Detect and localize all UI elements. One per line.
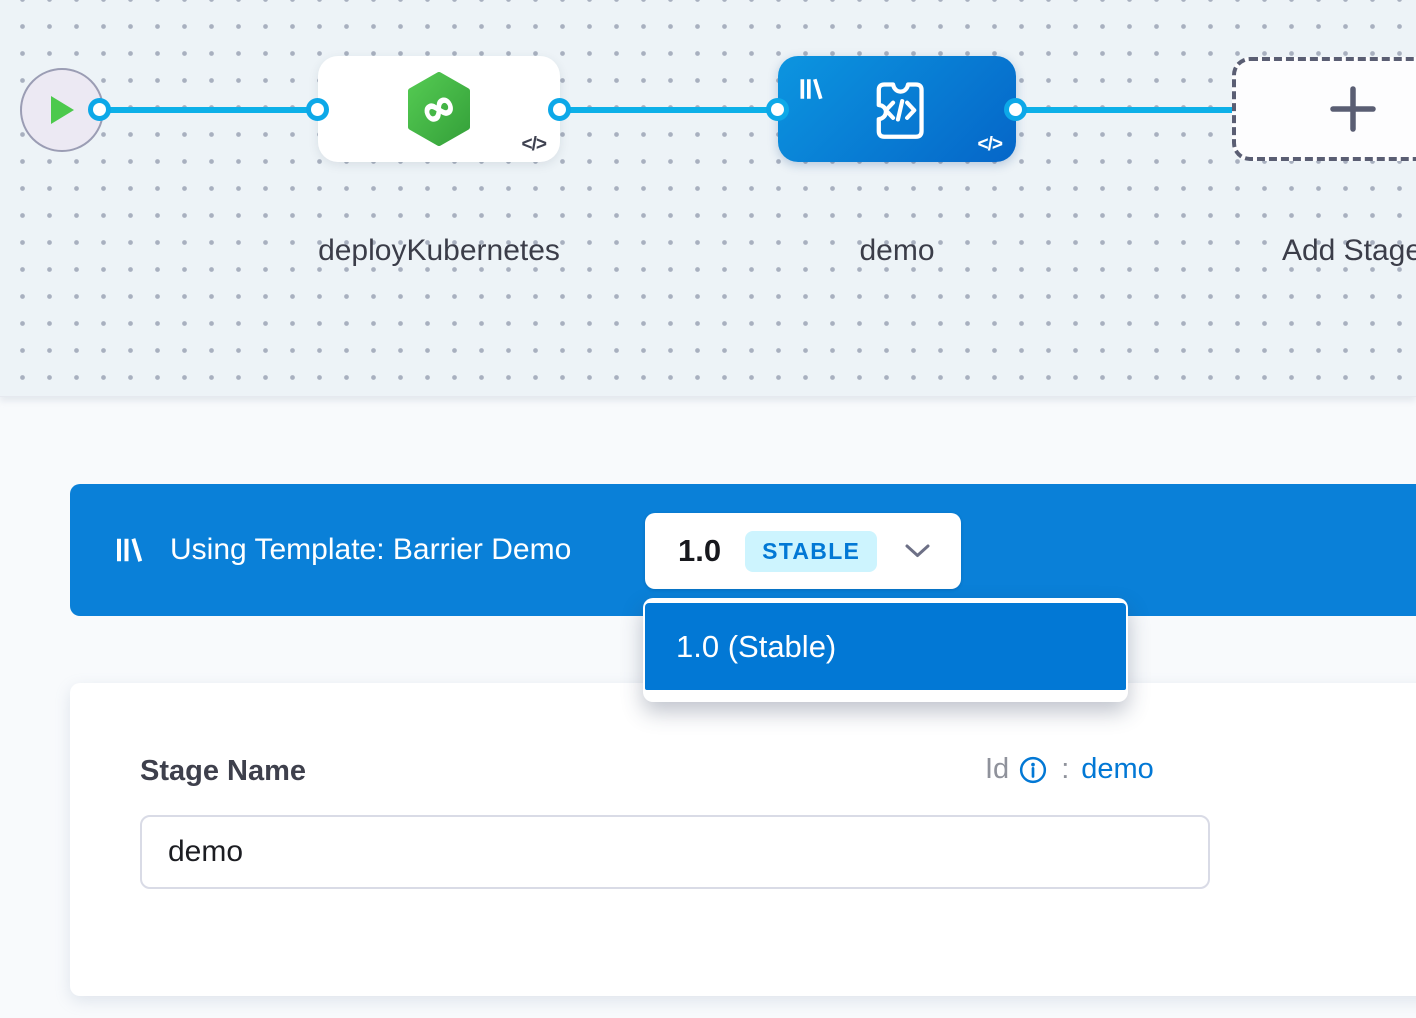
stage-name-label: Stage Name (140, 755, 307, 787)
stage-id-line: Id : demo (985, 753, 1154, 786)
connector-port[interactable] (306, 98, 329, 121)
plus-icon (1330, 86, 1376, 132)
custom-stage-icon (876, 82, 924, 139)
pipeline-canvas[interactable]: ∞ </> </> deployKubernetes demo Add Stag… (0, 0, 1416, 397)
deploy-stage-icon: ∞ (408, 72, 470, 146)
template-version-select[interactable]: 1.0 STABLE (645, 513, 961, 589)
using-template-banner: Using Template: Barrier Demo 1.0 STABLE (70, 484, 1416, 616)
connector-port[interactable] (1004, 98, 1027, 121)
stage-label-add-stage: Add Stage (1281, 234, 1416, 267)
id-colon: : (1061, 753, 1070, 785)
play-icon (51, 96, 74, 124)
stage-node-demo[interactable]: </> (778, 56, 1016, 162)
version-dropdown-menu: 1.0 (Stable) (643, 598, 1128, 702)
stage-label-deploy-kubernetes: deployKubernetes (318, 234, 560, 267)
version-dropdown-item-1-0-stable[interactable]: 1.0 (Stable) (645, 603, 1126, 690)
connector-port[interactable] (88, 98, 111, 121)
template-library-icon (798, 76, 824, 107)
connector-edge (560, 107, 780, 113)
stage-label-demo: demo (859, 234, 935, 267)
template-library-icon (114, 535, 144, 565)
chevron-down-icon[interactable] (904, 543, 931, 559)
stage-id-value[interactable]: demo (1081, 753, 1154, 785)
using-template-label: Using Template: Barrier Demo (170, 533, 572, 566)
id-label: Id (985, 753, 1010, 785)
stage-node-deploy-kubernetes[interactable]: ∞ </> (318, 56, 560, 162)
stage-name-input[interactable] (140, 815, 1210, 889)
connector-port[interactable] (766, 98, 789, 121)
connector-edge (1016, 107, 1236, 113)
connector-edge (100, 107, 320, 113)
version-number: 1.0 (678, 533, 722, 568)
code-view-icon[interactable]: </> (977, 134, 1004, 155)
stage-overview-panel: Stage Name Id : demo (70, 683, 1416, 996)
code-view-icon[interactable]: </> (521, 134, 548, 155)
stable-badge: STABLE (745, 530, 878, 572)
add-stage-button[interactable] (1232, 57, 1416, 161)
connector-port[interactable] (548, 98, 571, 121)
info-icon[interactable] (1019, 756, 1047, 784)
